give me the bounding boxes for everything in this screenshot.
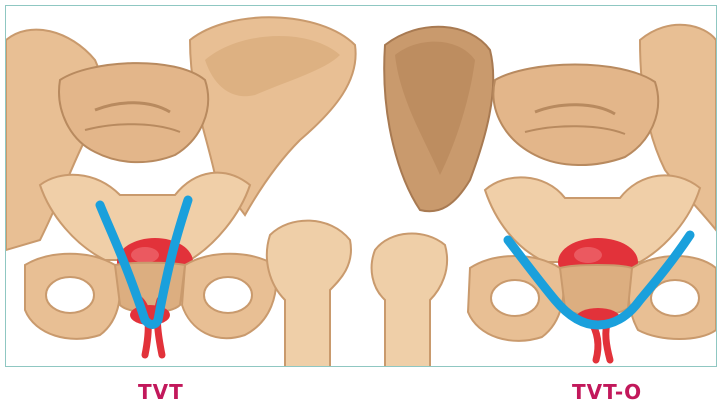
caption-tvt: TVT: [138, 380, 184, 404]
femur-left: [372, 234, 447, 367]
caption-tvt-o: TVT-O: [572, 380, 642, 404]
pelvis-right: [372, 25, 716, 367]
femur: [267, 221, 351, 367]
sacrum-2: [493, 65, 658, 166]
pelvis-left: [6, 17, 356, 367]
